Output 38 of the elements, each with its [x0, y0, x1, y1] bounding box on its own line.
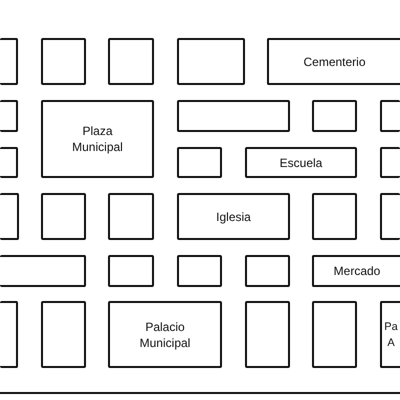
city-block — [177, 147, 222, 178]
city-block — [380, 147, 400, 178]
city-block — [0, 255, 86, 287]
place-name: Iglesia — [216, 208, 251, 224]
place-name: Palacio Municipal — [138, 318, 192, 350]
city-block — [108, 255, 154, 287]
city-block — [0, 100, 18, 132]
city-block — [108, 301, 222, 368]
place-name: Escuela — [280, 154, 322, 170]
place-name: Pa A — [383, 320, 399, 350]
city-block — [312, 255, 400, 287]
city-block — [177, 100, 290, 132]
city-block — [177, 255, 222, 287]
city-block — [41, 38, 86, 85]
city-block — [245, 301, 290, 368]
city-block — [312, 301, 357, 368]
place-name: Mercado — [334, 263, 380, 279]
city-block — [245, 147, 357, 178]
city-block — [0, 193, 19, 240]
place-name: Cementerio — [303, 54, 366, 70]
city-block — [380, 100, 400, 132]
city-block — [41, 100, 154, 178]
city-block — [41, 301, 86, 368]
city-block — [267, 38, 400, 85]
city-block — [41, 193, 86, 240]
city-block — [380, 301, 400, 368]
city-block — [177, 38, 245, 85]
city-block — [312, 100, 357, 132]
city-block — [380, 193, 400, 240]
city-block — [0, 147, 18, 178]
city-block — [108, 193, 154, 240]
place-name: Plaza Municipal — [71, 123, 124, 155]
city-block — [108, 38, 154, 85]
city-block — [0, 38, 18, 85]
city-block — [245, 255, 290, 287]
city-block — [177, 193, 290, 240]
city-block — [312, 193, 357, 240]
city-block — [0, 301, 18, 368]
